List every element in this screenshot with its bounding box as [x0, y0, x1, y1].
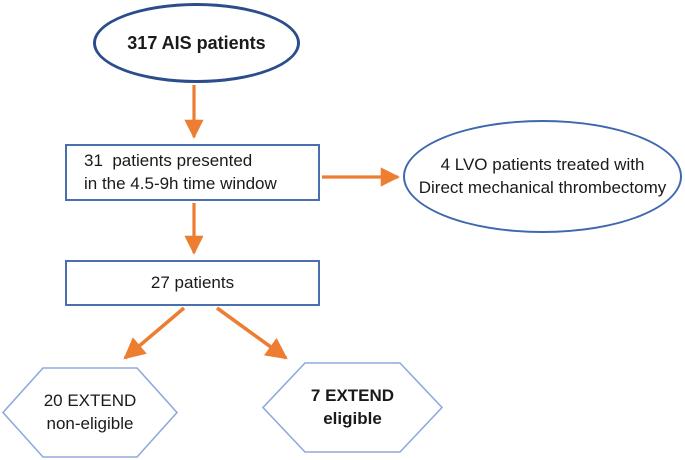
node-lvo-line1: 4 LVO patients treated with: [440, 154, 645, 174]
hexagon-extend-eligible: [261, 362, 444, 453]
node-27-patients-label: 27 patients: [150, 272, 235, 292]
hexagon-extend-non-eligible: [1, 367, 179, 458]
node-27-patients: 27 patients: [65, 260, 320, 306]
node-ais-patients: 317 AIS patients: [93, 3, 300, 83]
arrow-27-to-eligible: [215, 306, 288, 360]
node-extend-eligible-line1: 7 EXTEND: [310, 385, 395, 405]
node-lvo-line2: Direct mechanical thrombectomy: [418, 177, 667, 197]
node-lvo-thrombectomy: 4 LVO patients treated with Direct mecha…: [403, 120, 682, 233]
node-extend-non-eligible-line1: 20 EXTEND: [43, 390, 137, 410]
node-extend-non-eligible-line2: non-eligible: [46, 413, 134, 433]
node-ais-patients-label: 317 AIS patients: [127, 32, 266, 53]
node-extend-eligible-line2: eligible: [323, 408, 382, 428]
node-extend-eligible: 7 EXTEND eligible: [263, 363, 442, 452]
node-time-window-line2: in the 4.5-9h time window: [84, 173, 277, 193]
node-extend-non-eligible: 20 EXTEND non-eligible: [3, 368, 177, 457]
arrow-27-to-non-eligible: [123, 306, 186, 360]
node-time-window: 31 patients presented in the 4.5-9h time…: [65, 144, 320, 201]
node-time-window-line1: 31 patients presented: [84, 150, 253, 170]
